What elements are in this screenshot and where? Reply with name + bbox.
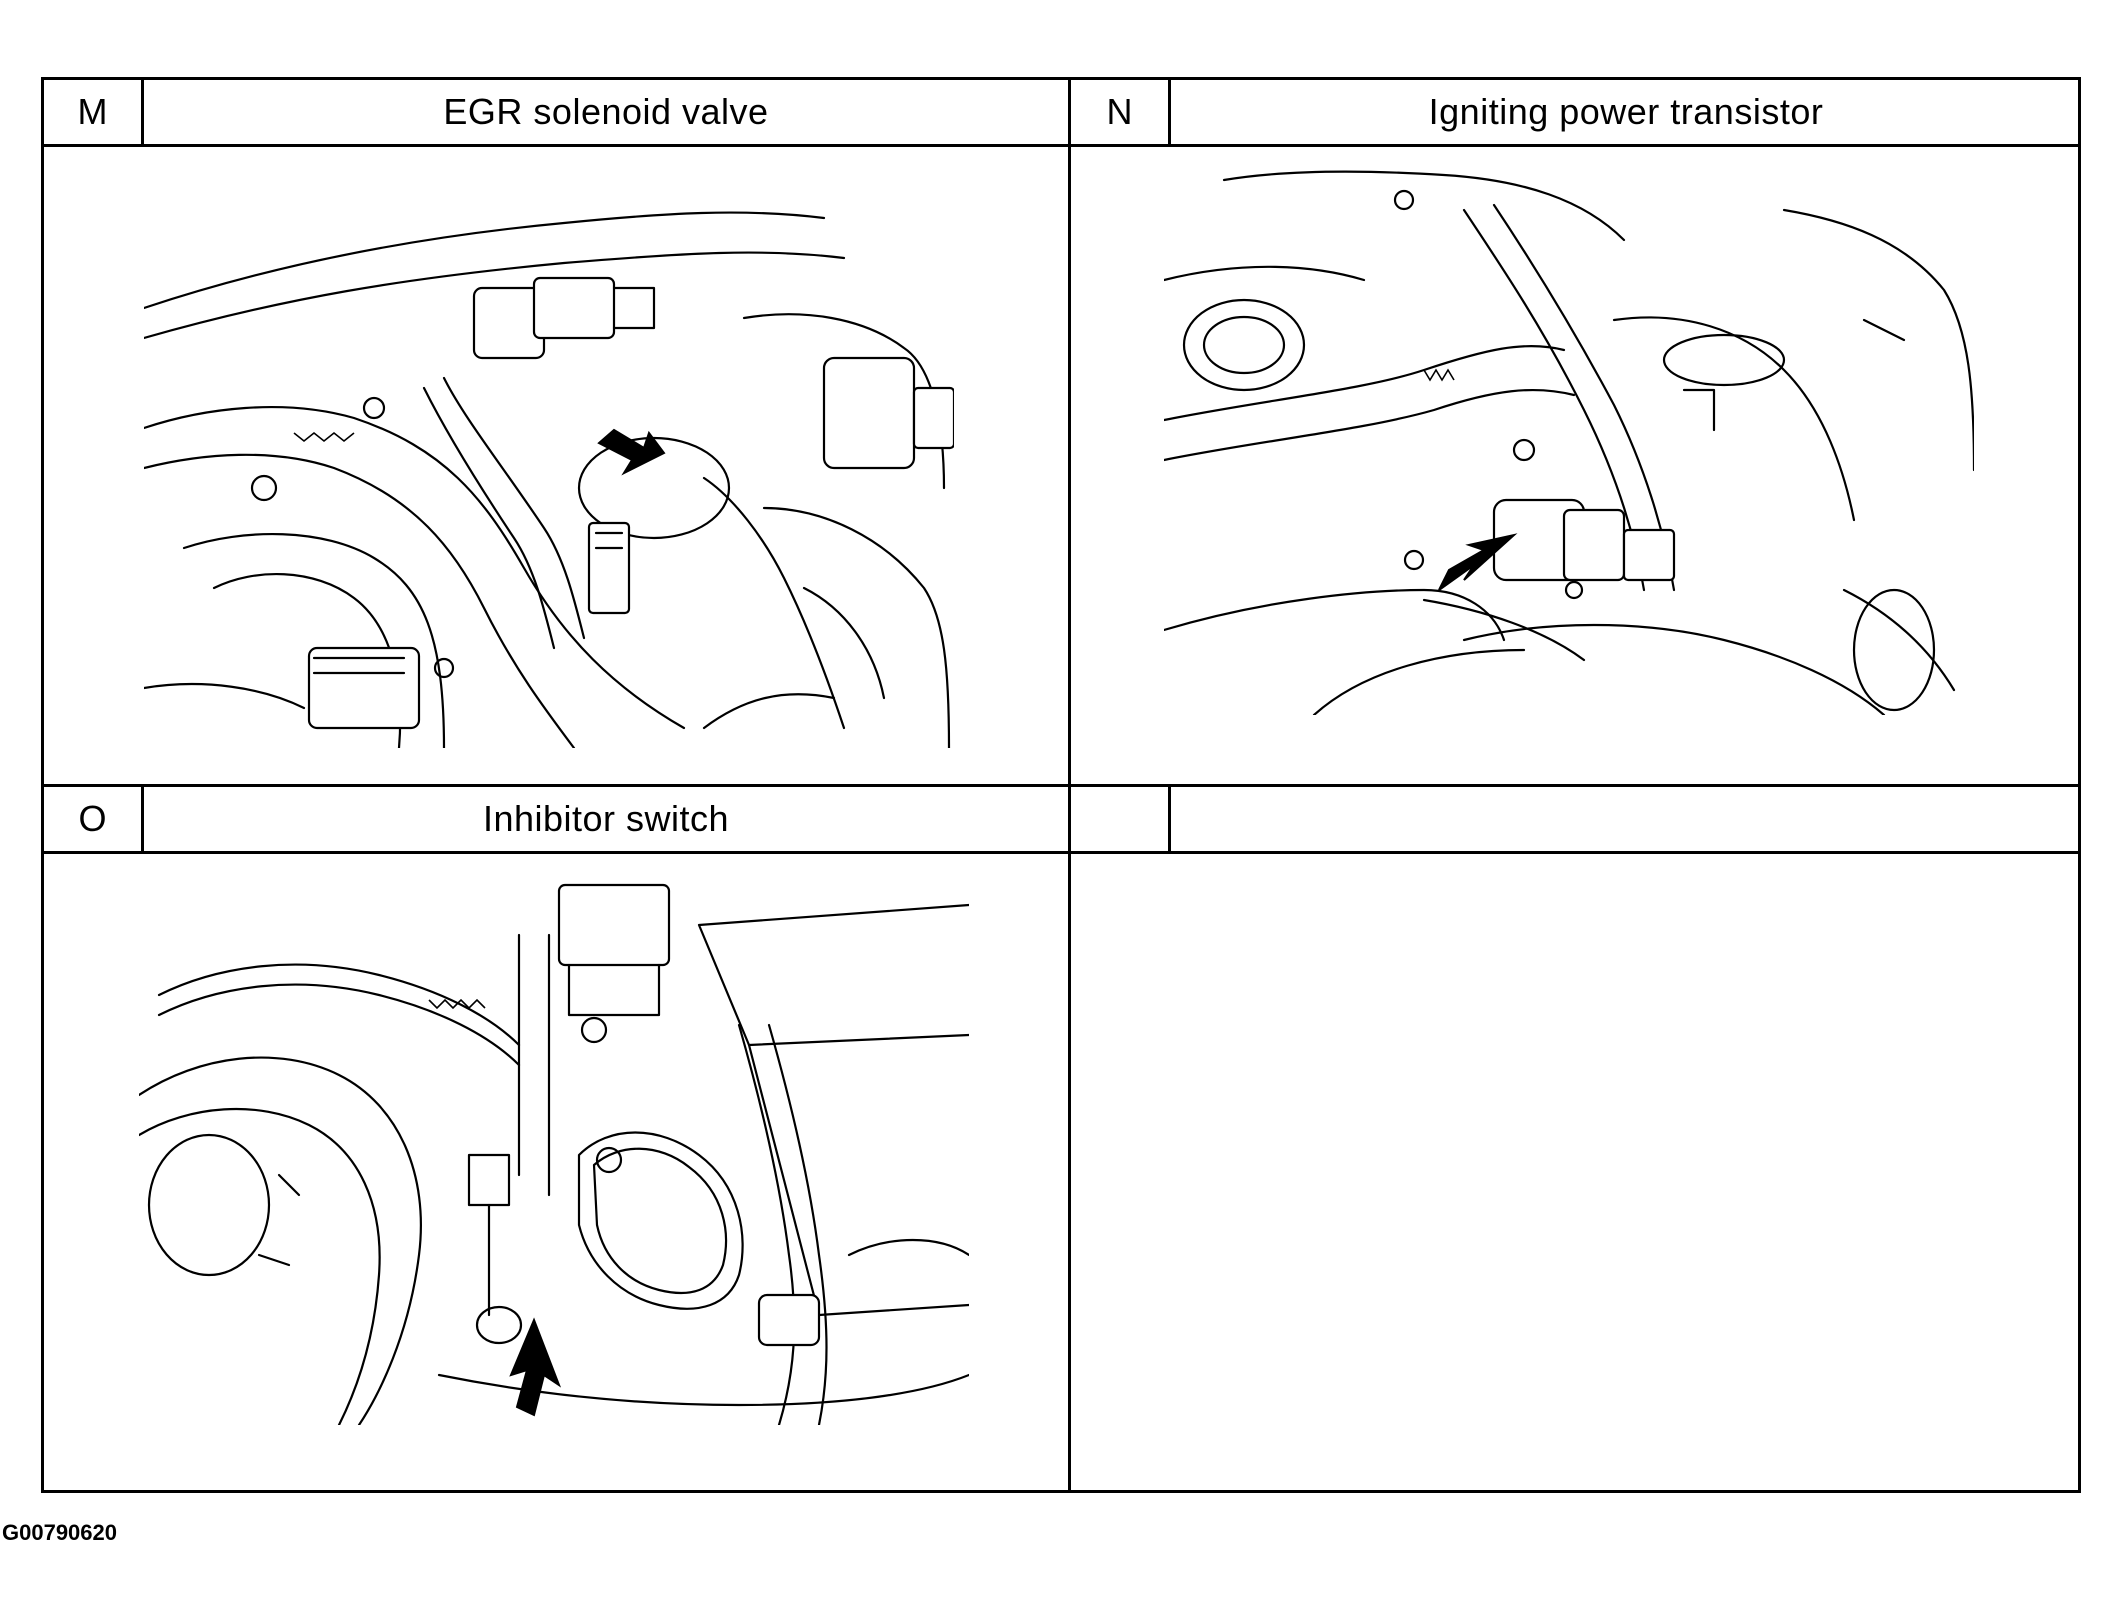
panel-n: N Igniting power transistor <box>1071 80 2081 784</box>
panel-empty-header <box>1071 787 2081 854</box>
panel-o-header: O Inhibitor switch <box>44 787 1068 854</box>
panel-n-letter: N <box>1071 80 1171 144</box>
panel-empty-letter <box>1071 787 1171 851</box>
panel-o-letter: O <box>44 787 144 851</box>
panel-m: M EGR solenoid valve <box>44 80 1068 784</box>
panel-m-title: EGR solenoid valve <box>443 91 769 132</box>
grid-divider-horizontal <box>44 784 2078 787</box>
panel-n-header: N Igniting power transistor <box>1071 80 2081 147</box>
panel-empty <box>1071 787 2081 1490</box>
panel-m-header: M EGR solenoid valve <box>44 80 1068 147</box>
figure-id: G00790620 <box>2 1520 117 1545</box>
panel-n-title: Igniting power transistor <box>1428 91 1824 132</box>
panel-o: O Inhibitor switch <box>44 787 1068 1490</box>
inhibitor-switch-illustration <box>139 875 969 1425</box>
panel-m-letter: M <box>44 80 144 144</box>
igniting-power-transistor-illustration <box>1164 170 1974 715</box>
diagram-grid: M EGR solenoid valve <box>41 77 2081 1493</box>
egr-solenoid-valve-illustration <box>144 168 954 748</box>
panel-o-title: Inhibitor switch <box>482 798 730 839</box>
